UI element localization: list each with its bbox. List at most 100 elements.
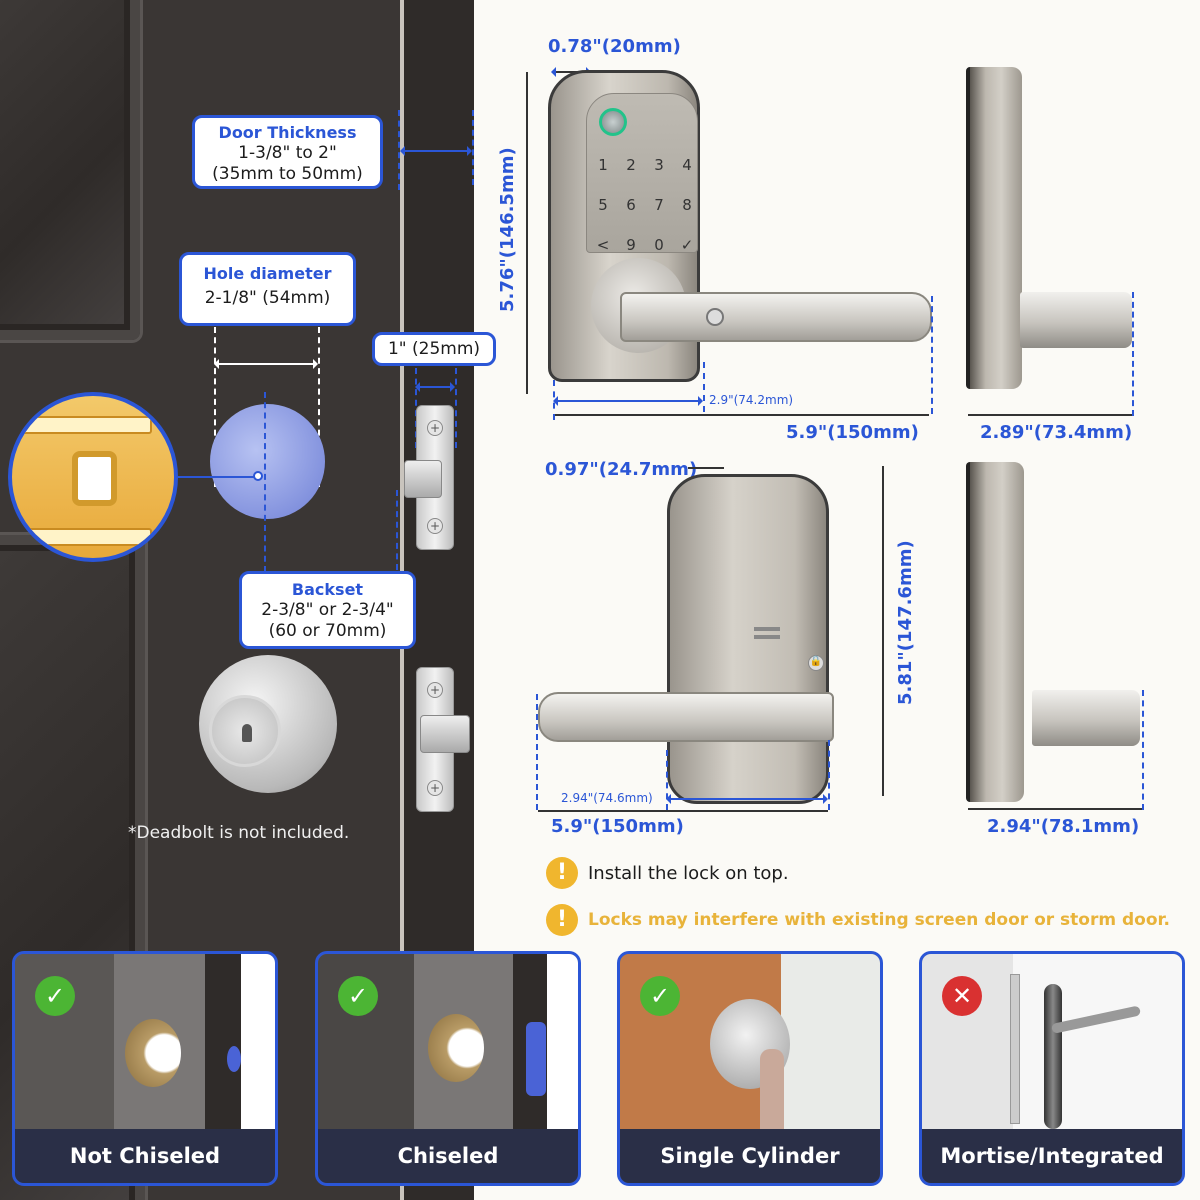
- latch-bolt-upper: [404, 460, 442, 498]
- compat-label: Single Cylinder: [620, 1129, 880, 1183]
- compat-card-single-cylinder: ✓ Single Cylinder: [617, 951, 883, 1186]
- back-total-width-line: [538, 810, 828, 812]
- hole-diameter-title: Hole diameter: [203, 264, 332, 283]
- back-guide-mid: [666, 750, 668, 810]
- lock-button-icon: 🔒: [808, 655, 824, 671]
- key: 3: [654, 156, 664, 174]
- key: ✓: [680, 236, 694, 254]
- compat-label: Not Chiseled: [15, 1129, 275, 1183]
- key: 5: [598, 196, 608, 214]
- hole-guide-right: [318, 327, 320, 487]
- latch-detail-bar-bottom: [12, 528, 152, 546]
- latch-detail-square: [72, 451, 117, 506]
- side-lever-shaft: [1020, 292, 1132, 348]
- lock-back-body: 🔒: [667, 474, 829, 804]
- latch-arrow: [415, 382, 455, 392]
- key: 6: [626, 196, 636, 214]
- front-guide-right: [931, 296, 933, 414]
- magnifier-point: [253, 471, 263, 481]
- front-height-line: [526, 72, 528, 394]
- lock-side-view-front: [966, 67, 1022, 389]
- front-lever-handle: [620, 292, 932, 342]
- backset-callout: Backset 2-3/8" or 2-3/4" (60 or 70mm): [239, 571, 416, 649]
- side2-guide-right: [1142, 690, 1144, 810]
- bore-hole: [428, 1014, 484, 1082]
- thickness-guide-right: [472, 110, 474, 185]
- mortise-lever: [1050, 1005, 1142, 1034]
- warning-install-on-top: ! Install the lock on top.: [546, 857, 789, 889]
- front-rose-width-label: 2.9"(74.2mm): [709, 393, 794, 407]
- back-guide-right: [828, 740, 830, 810]
- key: 1: [598, 156, 608, 174]
- back-rose-width-label: 2.94"(74.6mm): [561, 791, 653, 805]
- compat-label: Chiseled: [318, 1129, 578, 1183]
- exclamation-icon: !: [546, 857, 578, 889]
- back-lever-handle: [538, 692, 834, 742]
- keyhole-icon: [242, 724, 252, 742]
- key: 4: [682, 156, 692, 174]
- backset-metric: (60 or 70mm): [268, 621, 387, 641]
- bore-hole-highlight: [210, 404, 325, 519]
- x-icon: ✕: [942, 976, 982, 1016]
- back-depth-arrow: [688, 467, 724, 469]
- key: 7: [654, 196, 664, 214]
- side-lever-shaft-back: [1032, 690, 1140, 746]
- compat-card-chiseled: ✓ Chiseled: [315, 951, 581, 1186]
- back-height-label: 5.81"(147.6mm): [895, 540, 916, 705]
- mortise-backplate: [1044, 984, 1062, 1129]
- side1-depth-label: 2.89"(73.4mm): [980, 422, 1133, 443]
- mortise-faceplate: [1010, 974, 1020, 1124]
- latch-detail-magnifier: [8, 392, 178, 562]
- exclamation-icon: !: [546, 904, 578, 936]
- front-depth-label: 0.78"(20mm): [548, 36, 681, 57]
- key-cylinder-icon: [706, 308, 724, 326]
- side1-guide-right: [1132, 292, 1134, 416]
- battery-cover-vent: [754, 627, 780, 631]
- backset-title: Backset: [291, 580, 364, 599]
- screw-icon: +: [427, 518, 443, 534]
- back-depth-label: 0.97"(24.7mm): [545, 459, 698, 480]
- hole-guide-left: [214, 327, 216, 487]
- backset-guide-left: [264, 392, 266, 572]
- compat-card-not-chiseled: ✓ Not Chiseled: [12, 951, 278, 1186]
- key-icon: [760, 1049, 784, 1131]
- key: <: [596, 236, 610, 254]
- screw-icon: +: [427, 420, 443, 436]
- side2-depth-label: 2.94"(78.1mm): [987, 816, 1140, 837]
- key: 9: [626, 236, 636, 254]
- keypad-keys: 1 2 3 4 5 6 7 8 < 9 0 ✓: [589, 156, 701, 254]
- latch-depth-value: 1" (25mm): [387, 339, 481, 359]
- latch-detail-bar-top: [12, 416, 152, 434]
- side1-width-line: [968, 414, 1132, 416]
- check-icon: ✓: [35, 976, 75, 1016]
- magnifier-connector: [178, 476, 258, 478]
- back-rose-arrow: [666, 794, 828, 804]
- back-height-line: [882, 466, 884, 796]
- latch-mortise: [526, 1022, 546, 1096]
- bore-hole: [125, 1019, 181, 1087]
- backset-guide-right: [396, 490, 398, 570]
- front-rose-arrow: [553, 396, 703, 406]
- lock-side-view-back: [966, 462, 1024, 802]
- door-panel-upper: [0, 0, 140, 340]
- warning-text: Locks may interfere with existing screen…: [588, 910, 1170, 930]
- door-thickness-imperial: 1-3/8" to 2": [238, 143, 337, 163]
- back-guide-left: [536, 694, 538, 810]
- thickness-guide-left: [398, 110, 400, 190]
- front-height-label: 5.76"(146.5mm): [497, 147, 518, 312]
- warning-text: Install the lock on top.: [588, 862, 789, 884]
- door-thickness-callout: Door Thickness 1-3/8" to 2" (35mm to 50m…: [192, 115, 383, 189]
- deadbolt-cylinder: [209, 695, 281, 767]
- deadbolt-illustration: [199, 655, 337, 793]
- back-total-width-label: 5.9"(150mm): [551, 816, 684, 837]
- backset-imperial: 2-3/8" or 2-3/4": [261, 600, 394, 620]
- compat-card-mortise: ✕ Mortise/Integrated: [919, 951, 1185, 1186]
- check-icon: ✓: [640, 976, 680, 1016]
- latch-hole: [227, 1046, 241, 1072]
- hole-arrow: [214, 359, 318, 369]
- key: 0: [654, 236, 664, 254]
- latch-bolt-lower: [420, 715, 470, 753]
- front-total-width-line: [555, 414, 929, 416]
- door-thickness-title: Door Thickness: [218, 123, 357, 142]
